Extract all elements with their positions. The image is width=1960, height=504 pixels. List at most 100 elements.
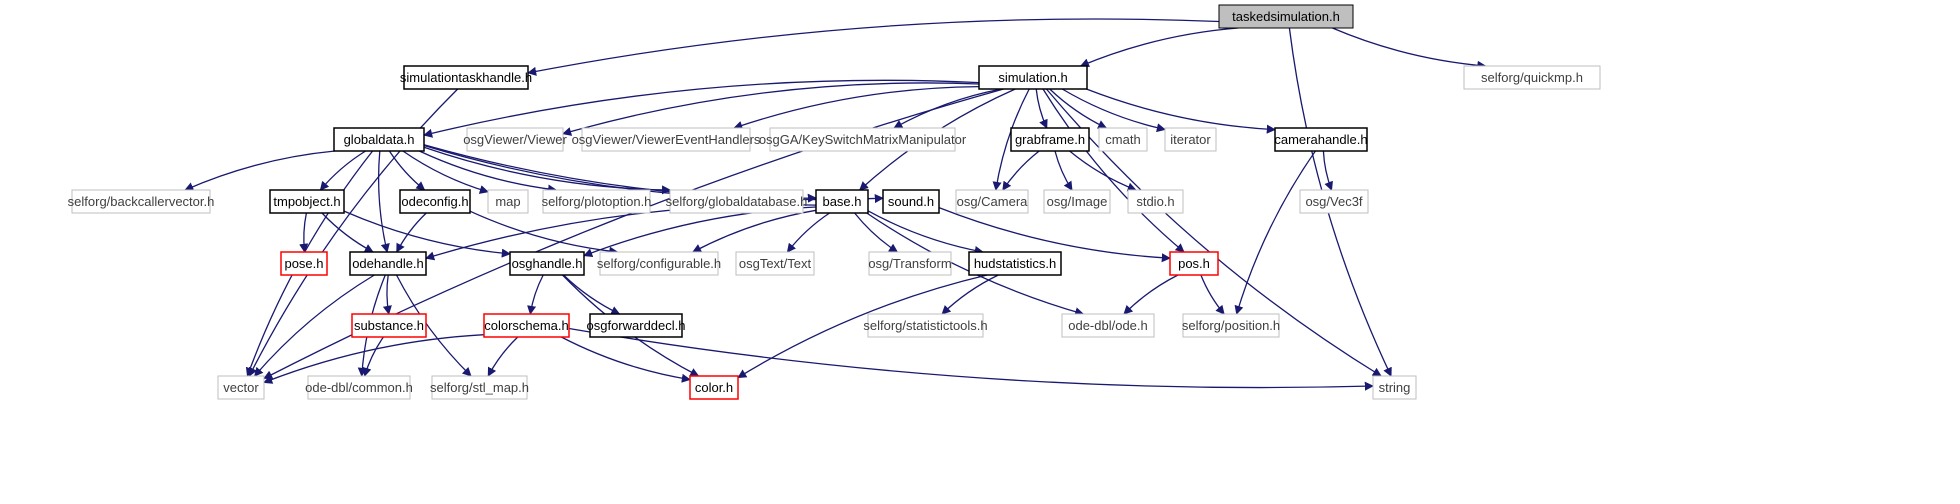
node-odehandle-label: odehandle.h <box>352 256 424 271</box>
node-globaldata-label: globaldata.h <box>344 132 415 147</box>
node-map-box <box>487 189 529 214</box>
node-stdio: stdio.h <box>1127 189 1184 214</box>
edge-taskedsimulation-to-simulationtaskhandle <box>527 18 1220 76</box>
node-quickmp-box <box>1463 65 1601 90</box>
edge-osghandle-to-colorschema <box>527 274 544 315</box>
node-iterator-label: iterator <box>1170 132 1211 147</box>
edge-hudstatistics-to-color <box>737 274 988 379</box>
edge-globaldata-to-globaldatabase <box>423 146 672 195</box>
edge-camerahandle-to-position <box>1234 150 1316 315</box>
node-pose-box <box>280 251 328 276</box>
edge-hudstatistics-to-statistictools <box>941 274 999 315</box>
node-camerahandle-label: camerahandle.h <box>1274 132 1367 147</box>
edge-base-to-osgTransform <box>854 212 899 253</box>
edge-substance-to-odedblcommon <box>362 336 384 377</box>
node-stlmap-box <box>431 375 528 400</box>
node-layer: taskedsimulation.h simulationtaskhandle.h… <box>68 4 1601 400</box>
node-backcaller-box <box>71 189 211 214</box>
edge-globaldata-to-map <box>402 150 489 194</box>
node-pose[interactable]: pose.h <box>280 251 328 276</box>
node-osgViewerEH-box <box>581 127 751 152</box>
edge-base-to-osgText <box>786 212 830 253</box>
node-camerahandle[interactable]: camerahandle.h <box>1274 127 1368 152</box>
node-color[interactable]: color.h <box>689 375 739 400</box>
edge-grabframe-to-stdio <box>1069 150 1137 192</box>
node-odeconfig[interactable]: odeconfig.h <box>399 189 471 214</box>
node-configurable-box <box>599 251 719 276</box>
node-osgViewer-label: osgViewer/Viewer <box>463 132 567 147</box>
node-sound-label: sound.h <box>888 194 934 209</box>
node-quickmp-label: selforg/quickmp.h <box>1481 70 1583 85</box>
node-tmpobject[interactable]: tmpobject.h <box>269 189 345 214</box>
edge-simulation-to-osgViewerEH <box>733 85 980 130</box>
node-osgCamera-label: osg/Camera <box>957 194 1029 209</box>
node-simulationtaskhandle[interactable]: simulationtaskhandle.h <box>400 65 532 90</box>
edge-tmpobject-to-odehandle <box>321 212 374 253</box>
node-osgTransform-label: osg/Transform <box>868 256 951 271</box>
edge-odeconfig-to-odehandle <box>396 212 427 253</box>
node-substance-box <box>351 313 427 338</box>
node-grabframe[interactable]: grabframe.h <box>1010 127 1090 152</box>
node-grabframe-label: grabframe.h <box>1015 132 1085 147</box>
edge-colorschema-to-stlmap <box>487 336 519 377</box>
node-taskedsimulation: taskedsimulation.h <box>1218 4 1354 29</box>
node-osgTransform-box <box>868 251 952 276</box>
node-simulationtaskhandle-label: simulationtaskhandle.h <box>400 70 532 85</box>
node-backcaller: selforg/backcallervector.h <box>68 189 215 214</box>
edge-simulation-to-osgGAKey <box>893 88 1002 129</box>
node-colorschema[interactable]: colorschema.h <box>483 313 570 338</box>
node-backcaller-label: selforg/backcallervector.h <box>68 194 215 209</box>
node-map: map <box>487 189 529 214</box>
edge-tmpobject-to-pose <box>299 212 309 253</box>
node-odedblcommon-label: ode-dbl/common.h <box>305 380 413 395</box>
node-pos-label: pos.h <box>1178 256 1210 271</box>
node-substance[interactable]: substance.h <box>351 313 427 338</box>
node-osgImage: osg/Image <box>1043 189 1111 214</box>
node-osgVec3f: osg/Vec3f <box>1299 189 1369 214</box>
node-map-label: map <box>495 194 520 209</box>
node-globaldatabase-box <box>669 189 804 214</box>
node-vector-label: vector <box>223 380 259 395</box>
node-configurable-label: selforg/configurable.h <box>597 256 721 271</box>
node-sound-box <box>882 189 940 214</box>
node-osgViewerEH-label: osgViewer/ViewerEventHandlers <box>572 132 761 147</box>
node-color-box <box>689 375 739 400</box>
node-sound[interactable]: sound.h <box>882 189 940 214</box>
node-globaldatabase-label: selforg/globaldatabase.h <box>666 194 808 209</box>
node-osgfwd[interactable]: osgforwarddecl.h <box>587 313 686 338</box>
node-grabframe-box <box>1010 127 1090 152</box>
node-string: string <box>1372 375 1417 400</box>
edge-simulation-to-camerahandle <box>1086 88 1276 134</box>
node-osghandle[interactable]: osghandle.h <box>509 251 585 276</box>
node-iterator-box <box>1164 127 1217 152</box>
node-osgViewerEH: osgViewer/ViewerEventHandlers <box>572 127 761 152</box>
node-osgfwd-box <box>589 313 683 338</box>
node-string-label: string <box>1379 380 1411 395</box>
edge-simulation-to-grabframe <box>1035 88 1048 129</box>
node-globaldatabase: selforg/globaldatabase.h <box>666 189 808 214</box>
node-pos[interactable]: pos.h <box>1169 251 1219 276</box>
node-substance-label: substance.h <box>354 318 424 333</box>
node-odedblcommon-box <box>307 375 411 400</box>
edge-odeconfig-to-configurable <box>469 210 619 256</box>
node-odedblcommon: ode-dbl/common.h <box>305 375 413 400</box>
node-odehandle-box <box>349 251 427 276</box>
node-odehandle[interactable]: odehandle.h <box>349 251 427 276</box>
node-colorschema-box <box>483 313 570 338</box>
node-globaldata[interactable]: globaldata.h <box>333 127 425 152</box>
edge-simulation-to-osgViewer <box>562 82 980 136</box>
node-odedblode: ode-dbl/ode.h <box>1061 313 1155 338</box>
edge-globaldata-to-backcaller <box>184 150 335 191</box>
node-odedblode-label: ode-dbl/ode.h <box>1068 318 1148 333</box>
node-vector: vector <box>217 375 265 400</box>
node-simulation[interactable]: simulation.h <box>978 65 1088 90</box>
node-osgGAKey-box <box>769 127 956 152</box>
node-hudstatistics[interactable]: hudstatistics.h <box>968 251 1062 276</box>
edge-sound-to-pos <box>938 206 1171 263</box>
node-osgViewer: osgViewer/Viewer <box>463 127 567 152</box>
edge-osghandle-to-osgfwd <box>563 274 621 315</box>
node-taskedsimulation-box <box>1218 4 1354 29</box>
node-osgText-label: osgText/Text <box>739 256 812 271</box>
node-base[interactable]: base.h <box>815 189 869 214</box>
